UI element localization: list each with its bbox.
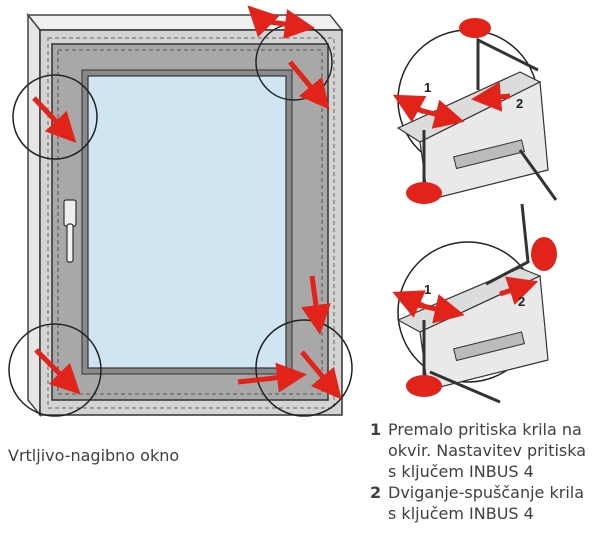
rotate-arrow-icon: [406, 375, 442, 397]
window-handle-icon: [63, 199, 77, 263]
legend-text: Premalo pritiska krila na okvir. Nastavi…: [388, 420, 587, 481]
detail-top-label-2: 2: [516, 96, 523, 111]
rotate-arrow-icon: [459, 18, 491, 38]
window-sash: [51, 43, 329, 401]
adjust-arrow-icon: [301, 275, 331, 335]
figure-caption: Vrtljivo-nagibno okno: [8, 446, 180, 465]
rotate-arrow-icon: [531, 237, 557, 271]
adjust-arrow-icon: [471, 81, 511, 112]
detail-top: 1 2: [392, 18, 558, 204]
hex-key-icon: [429, 370, 501, 404]
hex-key-icon: [476, 37, 539, 90]
legend-item: 2 Dviganje-spuščanje krila s ključem INB…: [370, 482, 592, 524]
legend-text: Dviganje-spuščanje krila s ključem INBUS…: [388, 483, 585, 523]
glass-pane: [87, 75, 287, 369]
adjust-arrow-icon: [34, 348, 81, 395]
detail-bottom-label-1: 1: [424, 282, 431, 297]
adjust-arrow-icon: [247, 5, 280, 38]
legend-item: 1 Premalo pritiska krila na okvir. Nasta…: [370, 419, 592, 482]
adjust-arrow-icon: [32, 96, 77, 143]
hex-key-icon: [518, 149, 558, 201]
rotate-arrow-icon: [406, 182, 442, 204]
adjust-arrow-icon: [237, 362, 307, 393]
legend-number: 2: [370, 483, 382, 502]
adjust-arrow-icon: [300, 350, 342, 400]
circle-top-left: [12, 74, 98, 160]
detail-bottom: 1 2: [392, 203, 557, 404]
circle-bottom-left: [8, 323, 102, 417]
legend-number: 1: [370, 420, 382, 439]
hex-key-icon: [485, 203, 530, 286]
legend: 1 Premalo pritiska krila na okvir. Nasta…: [370, 419, 592, 524]
adjust-arrow-icon: [288, 60, 330, 110]
adjust-arrow-icon: [499, 276, 539, 305]
red-arrows: [32, 5, 342, 400]
detail-top-label-1: 1: [424, 80, 431, 95]
detail-bottom-label-2: 2: [518, 294, 525, 309]
